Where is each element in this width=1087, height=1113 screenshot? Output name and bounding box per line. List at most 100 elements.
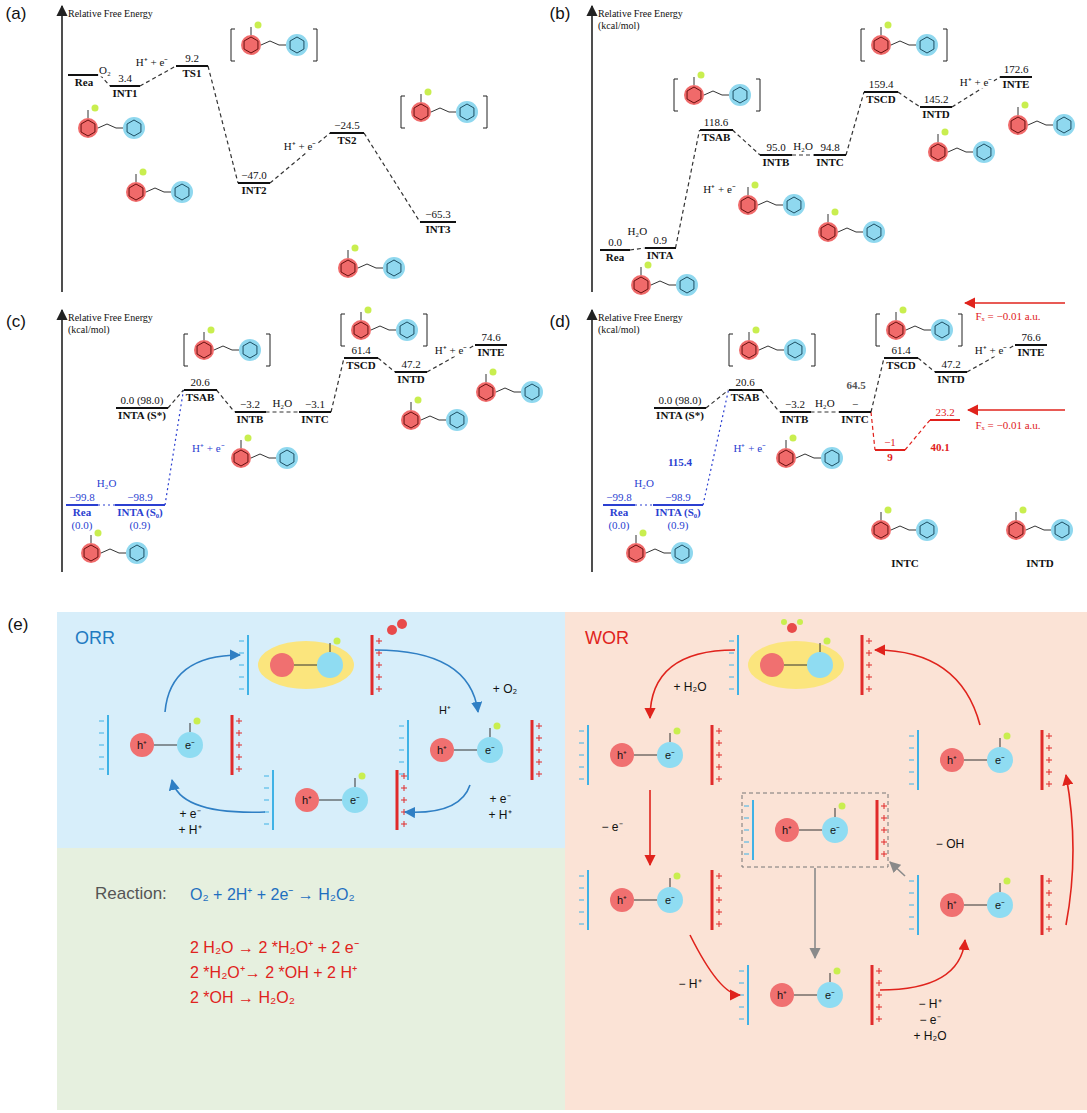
illustration-shape [354,322,368,338]
level-label: INTC [839,413,871,426]
level-value: −98.9 [115,491,165,504]
illustration-shape [909,917,914,918]
illustration-shape [822,817,848,843]
illustration-shape [1026,526,1051,530]
illustration-shape [171,181,193,203]
illustration-shape [245,435,252,442]
illustration-shape [684,85,704,105]
energy-gap: 64.5 [846,379,865,392]
level-label: (0.9) [115,519,165,532]
illustration-shape [948,148,973,152]
illustration-shape [197,342,211,358]
level-bar [1015,344,1047,346]
level-value: − [839,398,871,411]
energy-level: 61.4TSCD [884,344,918,372]
edge-label: O₂ [98,63,112,76]
illustration-shape [539,747,540,753]
illustration-shape [931,144,945,160]
illustration-shape [729,677,734,678]
illustration-shape [1041,730,1044,790]
level-bar [299,411,331,413]
illustration-shape [460,104,474,120]
step-label: − OH [934,838,966,852]
illustration-shape [1049,926,1050,932]
illustration-shape [379,638,380,644]
level-value: 95.0 [760,141,792,154]
energy-level: −98.9INTA (S₀)(0.9) [115,491,165,532]
illustration-shape [587,725,589,785]
illustration-shape [884,839,885,845]
band-text: 2 H₂O → 2 *H₂O⁺ + 2 e⁻ [190,938,359,957]
illustration-shape [239,653,244,654]
level-bar [653,504,703,506]
illustration-shape [884,851,885,857]
illustration-shape [579,779,584,780]
illustration-shape [739,971,744,972]
illustration-shape [861,29,865,61]
illustration-shape [788,342,802,358]
level-bar [600,249,630,251]
illustration-shape [414,104,428,120]
illustration-shape [879,1016,880,1022]
illustration-shape [411,102,431,122]
step-label: + H₂O [912,1030,949,1044]
illustration-shape [319,800,342,801]
illustration-shape [579,755,584,756]
illustration-shape [739,983,744,984]
illustration-shape [916,34,938,56]
illustration-shape [756,79,760,111]
illustration-shape [729,641,734,642]
illustration-shape [239,742,240,748]
level-label: INTB [780,413,811,426]
band-text: O₂ + 2H⁺ + 2e⁻ → H₂O₂ [190,885,355,904]
level-value: 61.4 [344,344,378,357]
illustration-shape [821,447,843,469]
illustration-shape [99,745,104,746]
illustration-shape [889,322,903,338]
illustration-shape [1049,757,1050,763]
illustration-shape [687,87,701,103]
illustration-shape [525,384,539,400]
illustration-shape [123,117,145,139]
step-label: + H₂O [672,681,709,695]
illustration-shape [694,77,695,85]
illustration-shape [869,638,870,644]
illustration-shape [832,209,839,216]
illustration-shape [99,721,104,722]
illustration-shape [636,535,637,543]
level-value: −3.1 [299,398,331,411]
illustration-shape [640,530,647,537]
illustration-shape [255,22,262,29]
illustration-shape [739,1019,744,1020]
electron-label: e⁻ [995,899,1005,912]
electron-label: e⁻ [185,739,195,752]
energy-connector [762,390,780,412]
illustration-shape [486,374,487,382]
illustration-shape [748,187,749,195]
illustration-shape [295,788,319,812]
illustration-shape [917,875,919,935]
level-value: 172.6 [1000,63,1032,76]
level-bar [395,371,427,373]
illustration-shape [631,275,651,295]
illustration-shape [909,893,914,894]
energy-connector [630,248,645,250]
illustration-shape [239,665,244,666]
illustration-shape [670,878,671,887]
level-value: −24.5 [330,119,364,132]
illustration-shape [204,332,205,340]
level-bar [839,411,871,413]
illustration-shape [239,677,244,678]
hole-label: h⁺ [302,794,312,807]
energy-level: − INTC [839,398,871,426]
energy-connector [331,358,344,412]
illustration-shape [719,873,720,879]
illustration-shape [909,784,914,785]
illustration-shape [479,384,493,400]
illustration-shape [401,96,405,128]
energy-connector [378,358,395,372]
illustration-shape [241,35,261,55]
axis-title: Relative Free Energy [598,312,683,324]
edge-label: H₂O [96,477,118,490]
